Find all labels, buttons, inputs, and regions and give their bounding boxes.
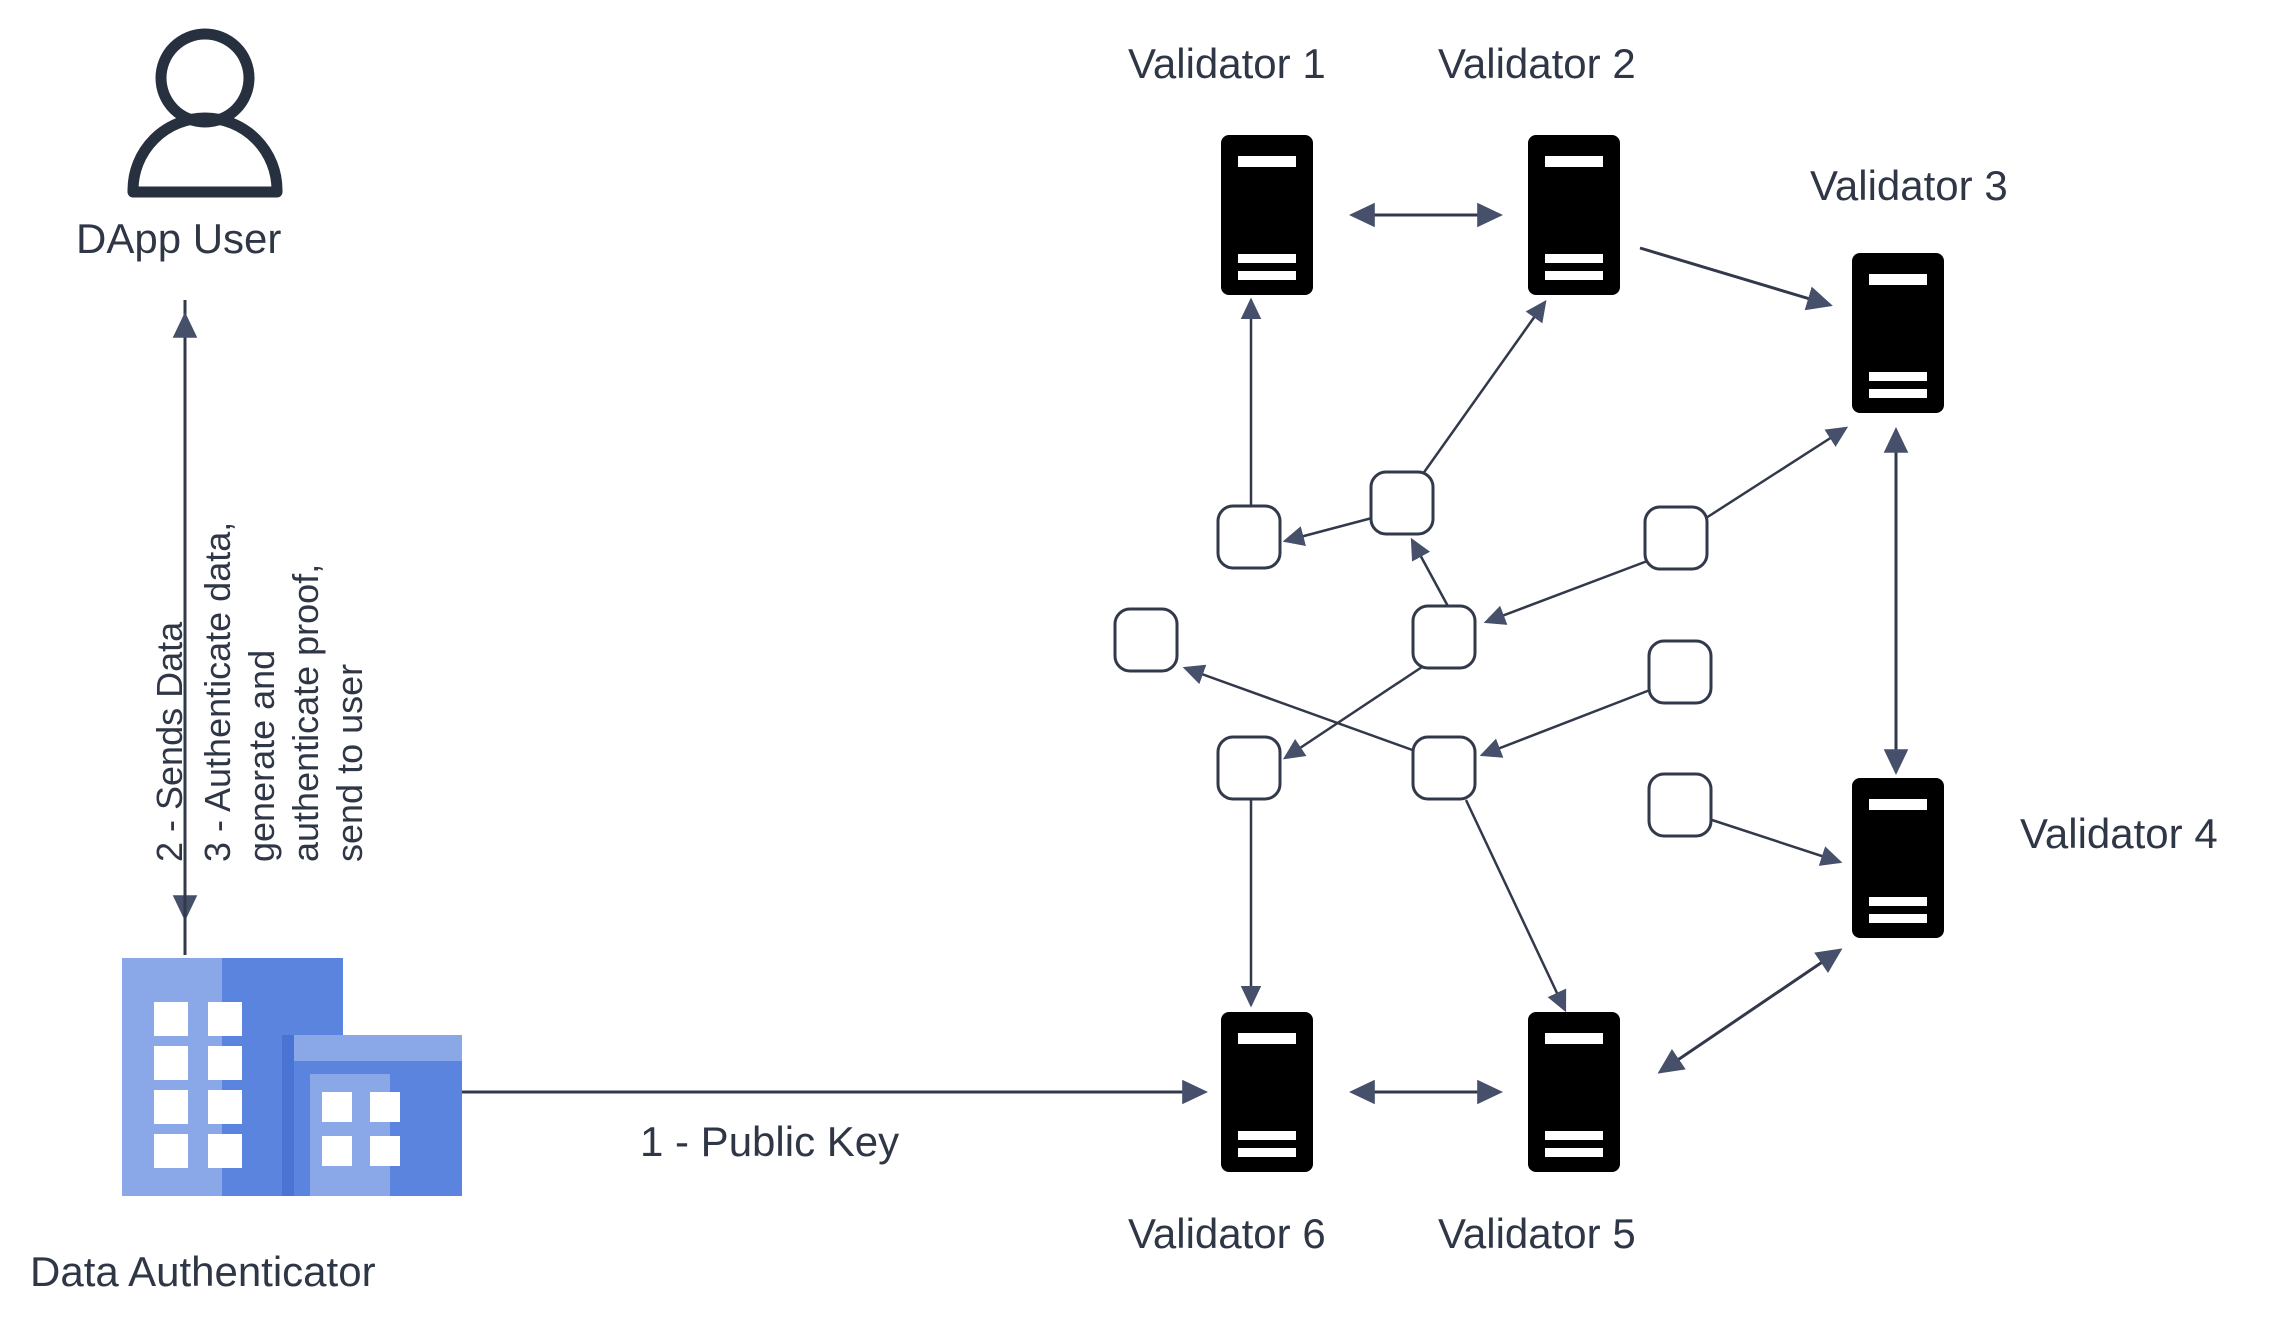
dapp-user-label: DApp User xyxy=(76,215,282,262)
mesh-node[interactable] xyxy=(1647,772,1713,838)
server-icon[interactable] xyxy=(1221,1012,1313,1172)
building-icon xyxy=(122,958,462,1196)
edge-n5-n7 xyxy=(1282,663,1426,760)
mesh-node[interactable] xyxy=(1216,504,1282,570)
server-icon[interactable] xyxy=(1528,135,1620,295)
edge-n5-n2 xyxy=(1410,537,1452,611)
server-icon[interactable] xyxy=(1852,778,1944,938)
flow-authenticate-line-4: send to user xyxy=(328,663,370,862)
edge-n3-v3 xyxy=(1705,426,1849,520)
validator-4-label: Validator 4 xyxy=(2020,810,2218,857)
mesh-node[interactable] xyxy=(1411,735,1477,801)
flow-public-key-label: 1 - Public Key xyxy=(640,1118,900,1165)
user-icon xyxy=(127,28,283,198)
edge-n8-v5 xyxy=(1464,799,1567,1013)
server-icon[interactable] xyxy=(1528,1012,1620,1172)
validator-2-label: Validator 2 xyxy=(1438,40,1636,87)
edge-v4-v5 xyxy=(1657,948,1843,1074)
mesh-node[interactable] xyxy=(1216,735,1282,801)
data-authenticator-label: Data Authenticator xyxy=(30,1248,376,1295)
flow-authenticate-line-1: 3 - Authenticate data, xyxy=(197,521,238,862)
flow-authenticate-line-2: generate and xyxy=(240,649,282,862)
flow-authenticate-line-3: authenticate proof, xyxy=(284,563,326,862)
edge-n2-n1 xyxy=(1282,516,1373,547)
mesh-node[interactable] xyxy=(1643,505,1709,571)
edge-n9-v4 xyxy=(1711,818,1843,866)
mesh-node[interactable] xyxy=(1369,470,1435,536)
flow-sends-data-label: 2 - Sends Data xyxy=(149,621,190,862)
flow-authenticate-label: 3 - Authenticate data, generate and auth… xyxy=(196,522,372,862)
mesh-node[interactable] xyxy=(1411,604,1477,670)
edge-n8-n4 xyxy=(1182,664,1419,754)
validator-5-label: Validator 5 xyxy=(1438,1210,1636,1257)
validator-3-label: Validator 3 xyxy=(1810,162,2008,209)
validator-1-label: Validator 1 xyxy=(1128,40,1326,87)
mesh-node[interactable] xyxy=(1113,607,1179,673)
edge-n2-v2 xyxy=(1418,299,1547,479)
edge-n6-n8 xyxy=(1479,688,1651,758)
edge-v2-v3 xyxy=(1639,246,1833,311)
edge-n3-n5 xyxy=(1483,558,1651,625)
server-icon[interactable] xyxy=(1221,135,1313,295)
mesh-node[interactable] xyxy=(1647,639,1713,705)
server-icon[interactable] xyxy=(1852,253,1944,413)
validator-6-label: Validator 6 xyxy=(1128,1210,1326,1257)
